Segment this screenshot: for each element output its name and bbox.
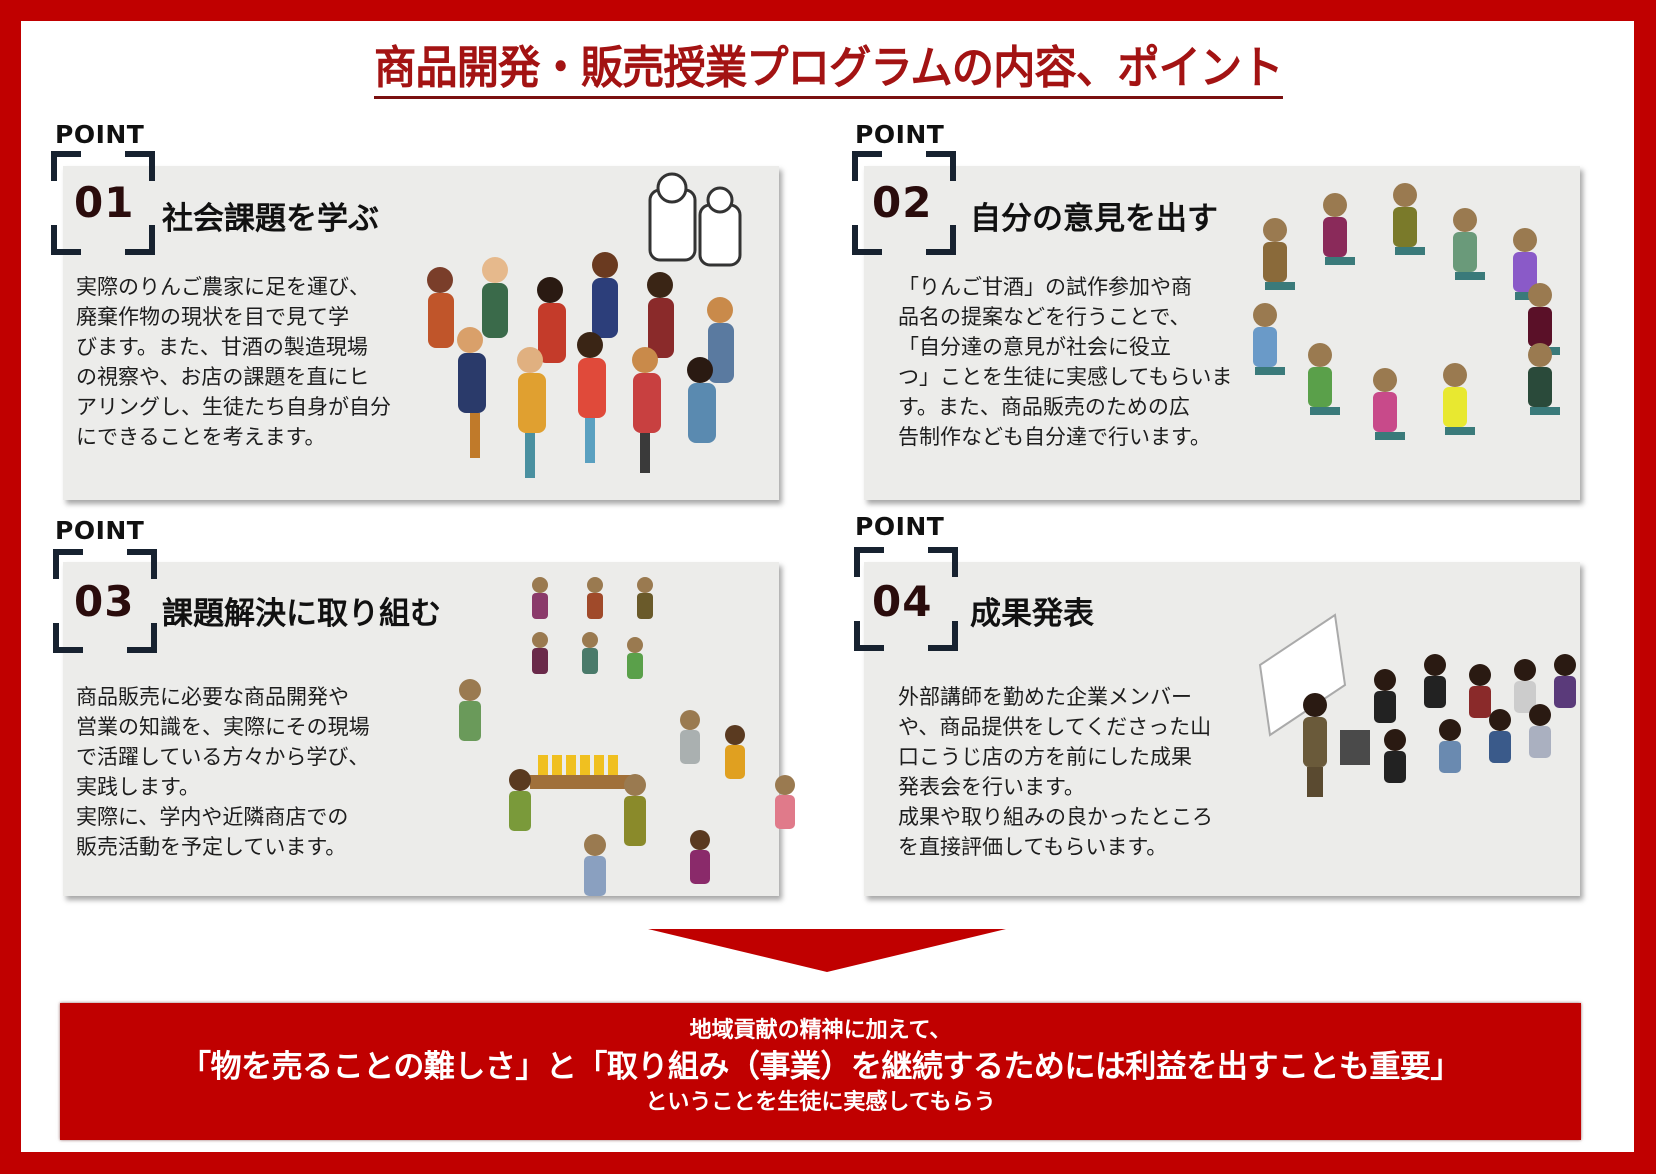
presentation-audience-illustration — [1258, 613, 1576, 797]
page-title-wrap: 商品開発・販売授業プログラムの内容、ポイント — [0, 42, 1656, 99]
market-stall-illustration — [459, 577, 795, 896]
point-label-01: POINT — [55, 120, 145, 149]
banner-line-2: 「物を売ることの難しさ」と「取り組み（事業）を継続するためには利益を出すことも重… — [180, 1049, 1461, 1085]
discussion-circle-illustration — [1253, 183, 1560, 440]
banner-line-1: 地域貢献の精神に加えて、 — [689, 1018, 952, 1043]
point-number-04: 04 — [872, 577, 933, 626]
point-description-02: 「りんご甘酒」の試作参加や商 品名の提案などを行うことで、 「自分達の意見が社会… — [898, 275, 1233, 449]
conclusion-banner: 地域貢献の精神に加えて、 「物を売ることの難しさ」と「取り組み（事業）を継続する… — [60, 1003, 1581, 1140]
point-description-03: 商品販売に必要な商品開発や 営業の知識を、実際にその現場 で活躍している方々から… — [76, 685, 370, 859]
bracket-frame-04 — [854, 547, 958, 651]
point-description-01: 実際のりんご農家に足を運び、 廃棄作物の現状を目で見て学 びます。また、甘酒の製… — [76, 275, 391, 449]
point-heading-04: 成果発表 — [970, 596, 1094, 632]
point-label-02: POINT — [855, 120, 945, 149]
point-card-03 — [63, 562, 779, 896]
banner-line-3: ということを生徒に実感してもらう — [645, 1090, 996, 1115]
point-number-02: 02 — [872, 178, 933, 227]
bracket-frame-01 — [51, 151, 155, 255]
page-title: 商品開発・販売授業プログラムの内容、ポイント — [373, 42, 1283, 99]
point-number-01: 01 — [74, 178, 135, 227]
point-label-04: POINT — [855, 512, 945, 541]
point-heading-03: 課題解決に取り組む — [162, 596, 441, 632]
cheering-crowd-illustration — [427, 172, 742, 478]
bracket-frame-02 — [852, 151, 956, 255]
point-heading-01: 社会課題を学ぶ — [162, 201, 379, 237]
point-number-03: 03 — [74, 577, 135, 626]
point-label-03: POINT — [55, 516, 145, 545]
point-description-04: 外部講師を勤めた企業メンバー や、商品提供をしてくださった山 口こうじ店の方を前… — [898, 685, 1213, 859]
point-heading-02: 自分の意見を出す — [970, 201, 1218, 237]
bracket-frame-03 — [53, 549, 157, 653]
down-arrow-icon — [648, 929, 1006, 972]
